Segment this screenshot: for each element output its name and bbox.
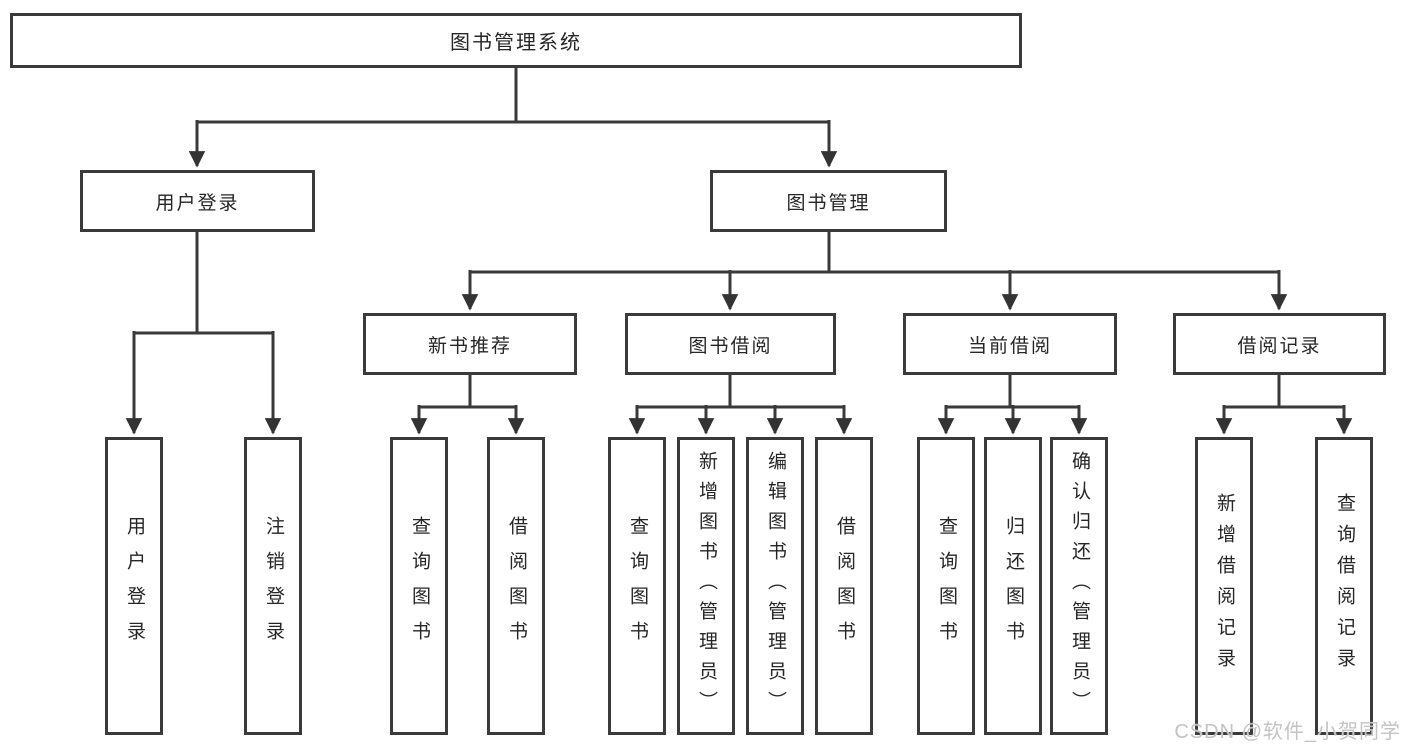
leaf-return-books: 归还图书 xyxy=(984,437,1042,735)
node-label: 新书推荐 xyxy=(427,335,512,357)
node-label: 借阅图书 xyxy=(833,516,855,656)
watermark: CSDN @软件_小贺同学 xyxy=(1174,721,1401,743)
leaf-logout: 注销登录 xyxy=(244,437,302,735)
node-label: 查询图书 xyxy=(408,516,430,656)
leaf-query-books-current: 查询图书 xyxy=(917,437,975,735)
leaf-confirm-return-admin: 确认归还（管理员） xyxy=(1050,437,1108,735)
node-borrowing-records: 借阅记录 xyxy=(1173,313,1386,375)
node-label: 用户登录 xyxy=(155,192,240,214)
node-label: 借阅图书 xyxy=(505,516,527,656)
node-label: 图书借阅 xyxy=(688,335,773,357)
node-user-login: 用户登录 xyxy=(80,170,315,232)
node-label: 用户登录 xyxy=(123,516,145,656)
node-library-management-system: 图书管理系统 xyxy=(10,13,1022,68)
node-label: 查询图书 xyxy=(626,516,648,656)
node-label: 借阅记录 xyxy=(1237,335,1322,357)
node-label: 注销登录 xyxy=(262,516,284,656)
leaf-borrow-books-recommend: 借阅图书 xyxy=(487,437,545,735)
node-label: 当前借阅 xyxy=(967,335,1052,357)
node-label: 图书管理 xyxy=(786,192,871,214)
node-current-borrowing: 当前借阅 xyxy=(903,313,1117,375)
node-label: 新增借阅记录 xyxy=(1213,493,1235,679)
node-book-management: 图书管理 xyxy=(710,170,947,232)
node-label: 编辑图书（管理员） xyxy=(764,451,786,721)
node-label: 图书管理系统 xyxy=(450,32,582,54)
leaf-borrow-books: 借阅图书 xyxy=(815,437,873,735)
node-label: 归还图书 xyxy=(1002,516,1024,656)
leaf-query-books-borrowing: 查询图书 xyxy=(608,437,666,735)
node-book-borrowing: 图书借阅 xyxy=(625,313,836,375)
leaf-user-login: 用户登录 xyxy=(105,437,163,735)
node-label: 查询借阅记录 xyxy=(1333,493,1355,679)
node-label: 查询图书 xyxy=(935,516,957,656)
node-label: 新增图书（管理员） xyxy=(695,451,717,721)
leaf-add-books-admin: 新增图书（管理员） xyxy=(677,437,735,735)
node-label: 确认归还（管理员） xyxy=(1068,451,1090,721)
leaf-add-borrow-record: 新增借阅记录 xyxy=(1195,437,1253,735)
node-new-book-recommend: 新书推荐 xyxy=(363,313,577,375)
leaf-query-books-recommend: 查询图书 xyxy=(390,437,448,735)
leaf-query-borrow-record: 查询借阅记录 xyxy=(1315,437,1373,735)
leaf-edit-books-admin: 编辑图书（管理员） xyxy=(746,437,804,735)
